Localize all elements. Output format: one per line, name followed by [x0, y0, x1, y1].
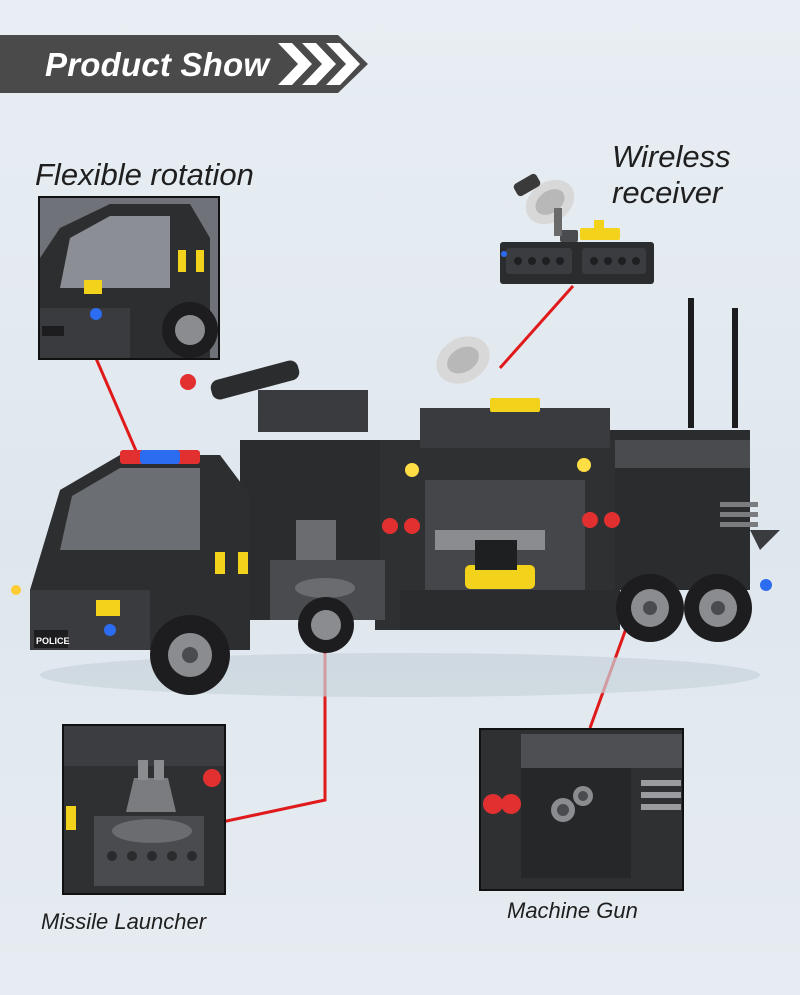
inset-machine-gun	[479, 728, 684, 891]
inset-flexible-rotation	[38, 196, 220, 360]
chevrons-icon	[278, 43, 360, 85]
police-plate: POLICE	[36, 636, 70, 646]
wireless-receiver-part	[500, 173, 654, 284]
machine-gun-image	[481, 730, 682, 889]
label-flexible-rotation: Flexible rotation	[35, 157, 254, 192]
wheel-rear-2	[684, 574, 752, 642]
missile-launcher-image	[64, 726, 224, 893]
wheel-mid	[298, 597, 354, 653]
cab-closeup-image	[40, 198, 218, 358]
label-wireless-line1: Wireless	[612, 139, 731, 174]
banner-title: Product Show	[45, 46, 270, 83]
wheel-front	[150, 615, 230, 695]
product-show-banner: Product Show	[0, 35, 368, 93]
label-wireless-receiver: Wireless receiver	[612, 139, 731, 211]
label-machine-gun: Machine Gun	[507, 898, 638, 923]
label-wireless-line2: receiver	[612, 175, 723, 210]
wheel-rear-1	[616, 574, 684, 642]
label-missile-launcher: Missile Launcher	[41, 909, 207, 934]
swat-truck-illustration: POLICE	[11, 298, 780, 697]
inset-missile-launcher	[62, 724, 226, 895]
